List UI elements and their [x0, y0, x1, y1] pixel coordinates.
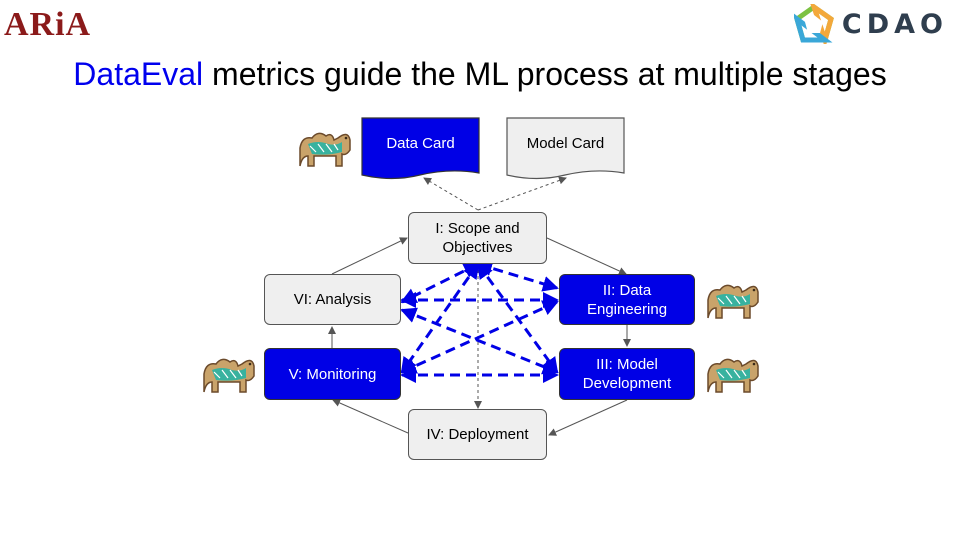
- cdao-logo-text: CDAO: [841, 8, 948, 40]
- page-title: DataEval metrics guide the ML process at…: [0, 56, 960, 93]
- stage-analysis: VI: Analysis: [264, 274, 401, 325]
- stage-data-engineering: II: Data Engineering: [559, 274, 695, 325]
- title-rest: metrics guide the ML process at multiple…: [203, 56, 887, 92]
- camel-mascot-icon: [707, 284, 759, 319]
- stage-model-development: III: Model Development: [559, 348, 695, 400]
- title-highlight: DataEval: [73, 56, 204, 92]
- aria-logo: ARiA: [4, 6, 92, 43]
- data-card-label: Data Card: [386, 135, 455, 152]
- stage-monitoring: V: Monitoring: [264, 348, 401, 400]
- stage-deployment: IV: Deployment: [408, 409, 547, 460]
- stage-scope-objectives: I: Scope and Objectives: [408, 212, 547, 264]
- camel-mascot-icon: [707, 358, 759, 393]
- camel-mascot-icon: [299, 132, 351, 167]
- cdao-pentagon-icon: [793, 4, 834, 44]
- model-card-label: Model Card: [526, 135, 605, 152]
- camel-mascot-icon: [203, 358, 255, 393]
- model-card-shape: [506, 117, 625, 180]
- cdao-logo: CDAO: [793, 4, 948, 44]
- data-card-shape: [361, 117, 480, 180]
